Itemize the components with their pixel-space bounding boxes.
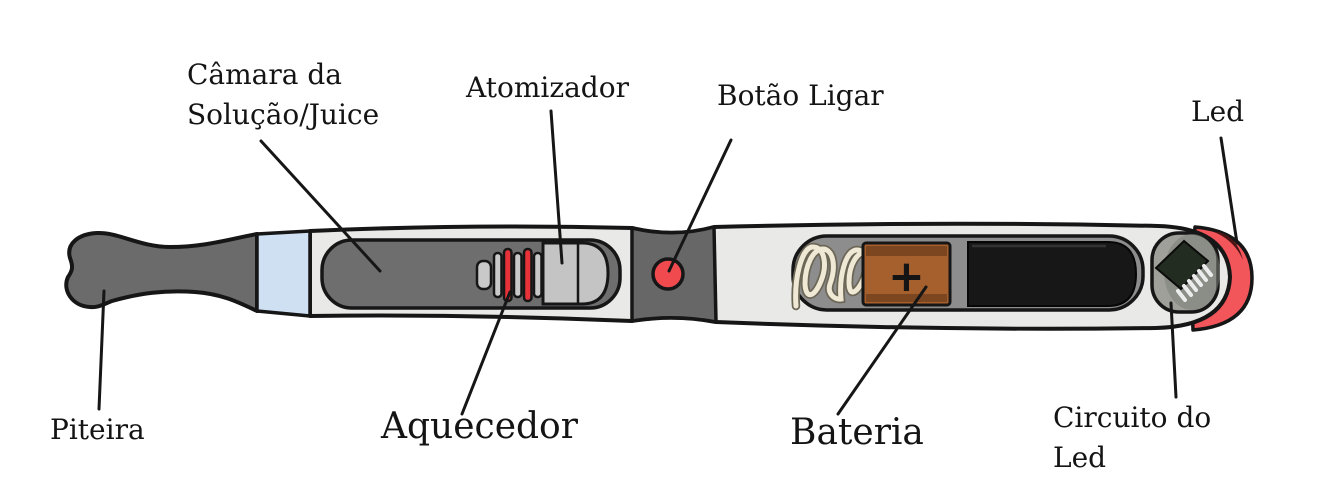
leader-line-circuito <box>1169 301 1178 399</box>
leader-line-bateria <box>836 285 928 416</box>
ecig-device: + <box>64 221 1254 332</box>
battery-cap-top-shade <box>866 246 947 256</box>
label-camara-line1: Câmara da <box>187 58 342 91</box>
mouthpiece <box>64 230 259 313</box>
leader-line-led <box>1219 136 1239 245</box>
power-button <box>651 257 685 291</box>
label-atomizador: Atomizador <box>466 71 629 104</box>
label-circuito-line1: Circuito do <box>1053 401 1212 434</box>
battery-positive-terminal: + <box>888 251 925 302</box>
heater-coil-nub <box>475 259 493 291</box>
label-circuito-do-led: Circuito do Led <box>1053 398 1211 478</box>
led-chip-pins <box>1176 264 1213 302</box>
label-botao-ligar: Botão Ligar <box>717 79 884 112</box>
label-camara-da-solucao: Câmara da Solução/Juice <box>187 55 379 135</box>
leader-line-piteira <box>97 289 106 411</box>
label-bateria: Bateria <box>790 412 924 453</box>
battery-spring <box>791 242 880 311</box>
label-circuito-line2: Led <box>1053 441 1107 474</box>
label-led: Led <box>1191 95 1245 128</box>
leader-line-atomizador <box>549 109 564 265</box>
leader-line-camara <box>259 139 382 273</box>
battery-cap <box>861 241 952 307</box>
leader-lines <box>97 109 1239 416</box>
led-dark-sliver <box>1214 231 1243 260</box>
label-aquecedor: Aquecedor <box>381 406 578 447</box>
label-piteira: Piteira <box>50 413 145 446</box>
label-camara-line2: Solução/Juice <box>187 98 380 131</box>
blue-ring <box>255 229 312 318</box>
battery-body <box>967 241 1138 307</box>
atomizer-block <box>541 241 610 306</box>
leader-line-aquecedor <box>460 290 512 416</box>
led-chip <box>1154 239 1210 291</box>
battery-cap-bottom-shade <box>866 294 947 302</box>
leader-line-botao-ligar <box>667 138 733 273</box>
